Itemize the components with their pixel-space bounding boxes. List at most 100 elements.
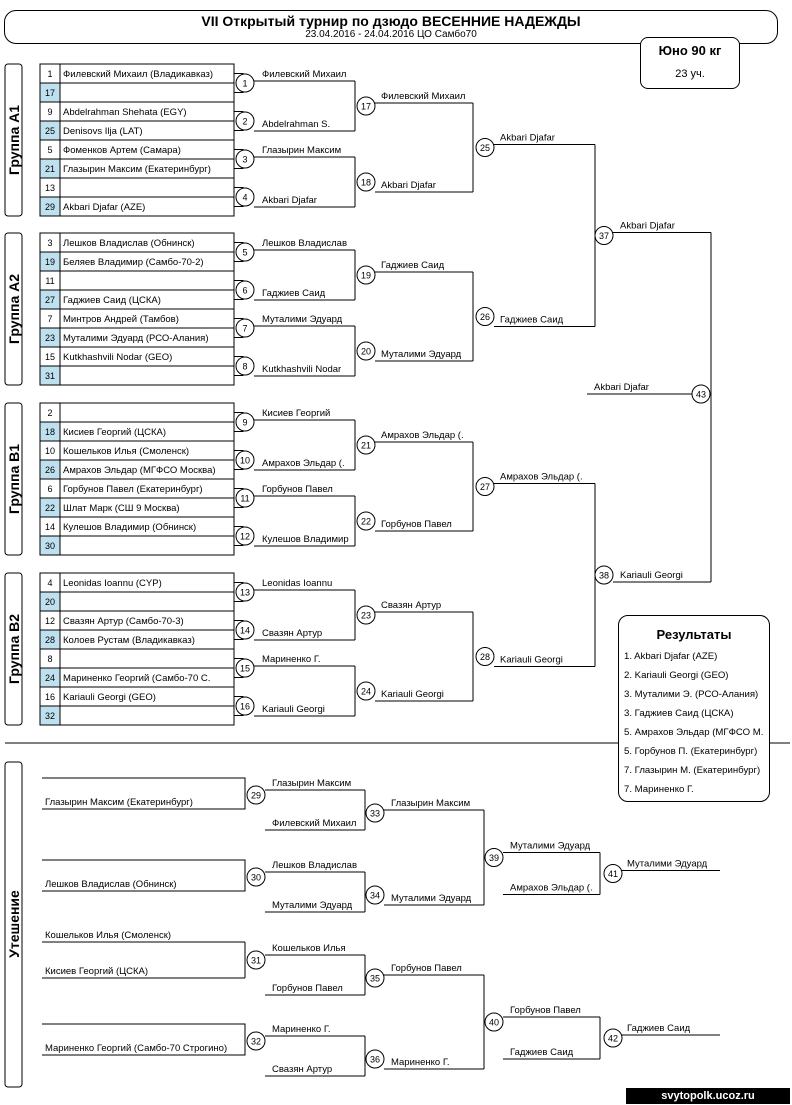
athlete-name: Кулешов Владимир — [262, 534, 349, 545]
athlete-name: Муталими Эдуард — [627, 859, 708, 870]
bout-circle — [603, 864, 623, 883]
bout-circle — [246, 950, 266, 970]
bout-circle — [365, 885, 385, 905]
bout-number: 7 — [242, 324, 247, 334]
bout-number: 26 — [480, 312, 490, 322]
athlete-entry: Кулешов Владимир (Обнинск) — [63, 522, 196, 533]
athlete-entry: Kutkhashvili Nodar (GEO) — [63, 352, 172, 363]
bout-number: 16 — [240, 702, 250, 712]
bout-number: 40 — [489, 1018, 499, 1028]
athlete-name: Kariauli Georgi — [381, 689, 444, 700]
seed-number: 11 — [45, 276, 54, 286]
seed-number: 25 — [45, 126, 55, 136]
participant-count: 23 уч. — [675, 68, 705, 80]
athlete-name: Глазырин Максим — [262, 145, 341, 156]
bout-number: 5 — [242, 248, 247, 258]
athlete-name: Филевский Михаил — [272, 818, 356, 829]
bout-circle — [484, 848, 504, 867]
bout-number: 2 — [242, 117, 247, 127]
bout-circle — [235, 280, 255, 300]
bout-number: 32 — [251, 1037, 261, 1047]
athlete-name: Кисиев Георгий — [262, 408, 330, 419]
athlete-name: Kariauli Georgi — [500, 655, 563, 666]
bout-number: 9 — [242, 418, 247, 428]
bout-circle — [235, 187, 255, 207]
athlete-name: Амрахов Эльдар (. — [510, 883, 593, 894]
athlete-name: Муталими Эдуард — [262, 314, 343, 325]
weight-category: Юно 90 кг — [658, 43, 722, 58]
bout-circle — [235, 620, 255, 640]
bout-circle — [356, 341, 376, 361]
bout-circle — [594, 226, 614, 245]
bout-number: 10 — [240, 456, 250, 466]
athlete-entry: Кисиев Георгий (ЦСКА) — [63, 427, 166, 438]
athlete-entry: Kariauli Georgi (GEO) — [63, 692, 156, 703]
athlete-name: Горбунов Павел — [381, 519, 452, 530]
results-list: 1. Akbari Djafar (AZE) 2. Kariauli Georg… — [619, 647, 769, 799]
group-tab — [4, 232, 23, 386]
athlete-entry: Минтров Андрей (Тамбов) — [63, 314, 179, 325]
athlete-name: Амрахов Эльдар (. — [381, 430, 464, 441]
athlete-name: Лешков Владислав (Обнинск) — [45, 879, 177, 890]
consolation-tab — [4, 761, 23, 1088]
bout-number: 19 — [361, 271, 371, 281]
entry-cell — [59, 591, 235, 612]
bout-number: 34 — [370, 891, 380, 901]
bout-number: 18 — [361, 178, 371, 188]
athlete-name: Горбунов Павел — [391, 963, 462, 974]
athlete-name: Глазырин Максим — [391, 798, 470, 809]
athlete-name: Гаджиев Саид — [381, 260, 445, 271]
seed-number: 31 — [45, 371, 55, 381]
seed-number: 14 — [45, 522, 55, 532]
seed-number: 21 — [45, 164, 55, 174]
athlete-name: Мариненко Г. — [262, 654, 320, 665]
seed-number: 24 — [45, 673, 55, 683]
athlete-entry: Abdelrahman Shehata (EGY) — [63, 107, 187, 118]
athlete-name: Амрахов Эльдар (. — [262, 458, 345, 469]
header-box: VII Открытый турнир по дзюдо ВЕСЕННИЕ НА… — [4, 10, 778, 44]
bout-circle — [235, 111, 255, 131]
entry-cell — [59, 270, 235, 291]
athlete-name: Мариненко Г. — [272, 1024, 330, 1035]
athlete-entry: Колоев Рустам (Владикавказ) — [63, 635, 195, 646]
athlete-name: Глазырин Максим — [272, 778, 351, 789]
page-title: VII Открытый турнир по дзюдо ВЕСЕННИЕ НА… — [201, 13, 581, 29]
page-subtitle: 23.04.2016 - 24.04.2016 ЦО Самбо70 — [305, 29, 477, 40]
seed-number: 19 — [45, 257, 55, 267]
bout-circle — [235, 356, 255, 376]
bout-circle — [356, 435, 376, 455]
bout-circle — [356, 605, 376, 625]
bout-number: 30 — [251, 873, 261, 883]
category-box: Юно 90 кг 23 уч. — [640, 37, 740, 89]
bout-number: 1 — [242, 79, 247, 89]
bout-number: 25 — [480, 143, 490, 153]
seed-number: 30 — [45, 541, 55, 551]
bout-number: 6 — [242, 286, 247, 296]
bout-number: 4 — [242, 193, 247, 203]
bout-circle — [235, 242, 255, 262]
seed-number: 23 — [45, 333, 55, 343]
athlete-entry: Лешков Владислав (Обнинск) — [63, 238, 195, 249]
seed-number: 6 — [47, 484, 52, 494]
seed-number: 16 — [45, 692, 55, 702]
bout-circle — [235, 582, 255, 602]
bout-circle — [356, 265, 376, 285]
seed-number: 26 — [45, 465, 55, 475]
bout-circle — [235, 696, 255, 716]
bout-number: 20 — [361, 347, 371, 357]
athlete-name: Гаджиев Саид — [510, 1047, 574, 1058]
bout-circle — [594, 565, 614, 585]
group-label: Группа B2 — [6, 614, 22, 684]
seed-number: 5 — [47, 145, 52, 155]
bout-number: 36 — [370, 1055, 380, 1065]
seed-number: 2 — [47, 408, 52, 418]
entry-cell — [59, 82, 235, 103]
entry-cell — [59, 705, 235, 726]
athlete-name: Кошельков Илья — [272, 943, 346, 954]
athlete-entry: Akbari Djafar (AZE) — [63, 202, 145, 213]
result-item: 5. Горбунов П. (Екатеринбург) — [624, 746, 758, 757]
athlete-name: Муталими Эдуард — [381, 349, 462, 360]
athlete-name: Муталими Эдуард — [391, 893, 472, 904]
result-item: 2. Kariauli Georgi (GEO) — [624, 670, 729, 681]
seed-number: 13 — [45, 183, 55, 193]
